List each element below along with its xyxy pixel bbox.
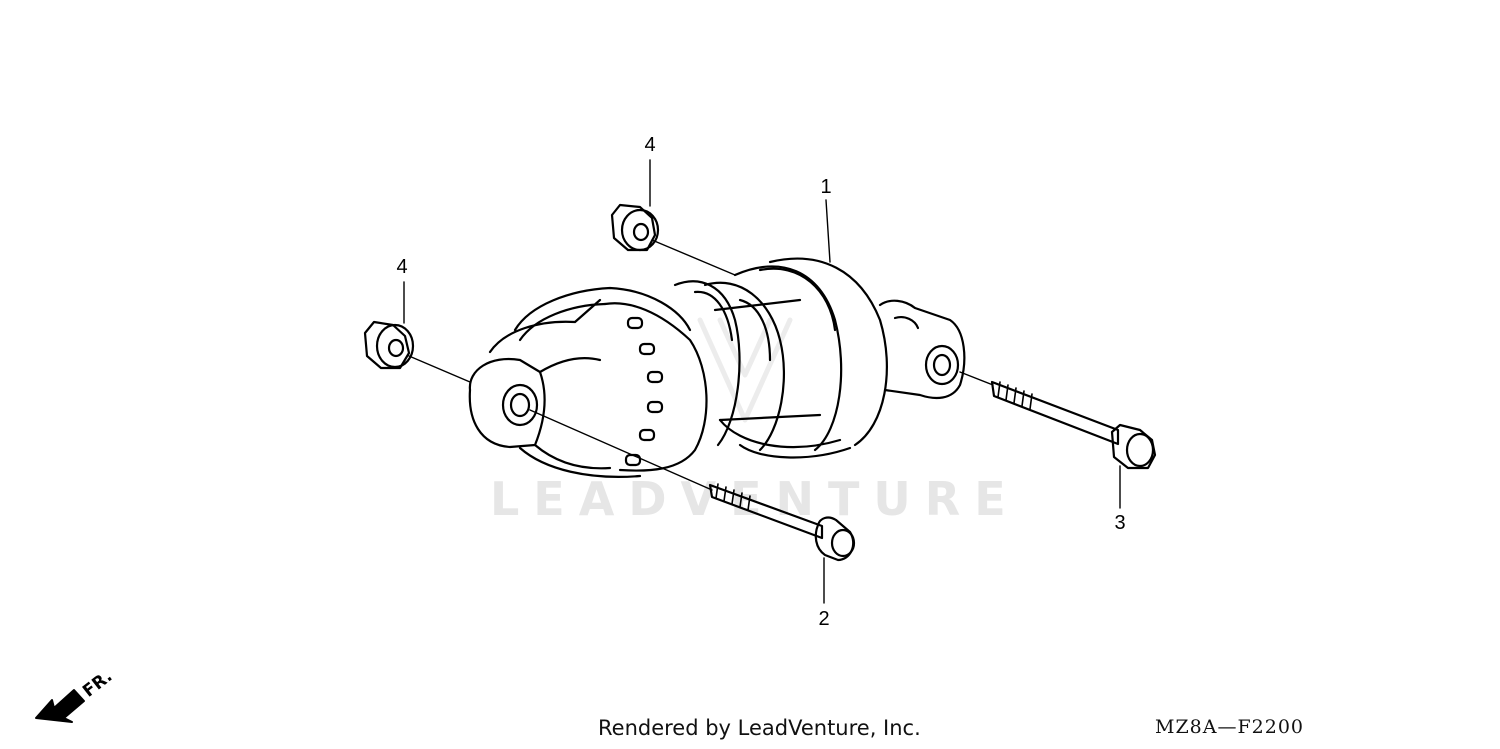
flange-nut-left	[363, 320, 415, 370]
front-direction-arrow	[35, 689, 85, 723]
rear-shock-absorber	[468, 257, 966, 478]
upper-mount-eye	[878, 299, 966, 400]
assembly-lines	[403, 159, 1121, 604]
spring-seat-slots	[624, 316, 664, 467]
flange-nut-top	[610, 203, 660, 252]
callout-4-top: 4	[644, 134, 656, 156]
bolt-lower	[708, 483, 856, 562]
diagram-code: MZ8A—F2200	[1155, 716, 1305, 738]
watermark-emblem	[697, 317, 793, 423]
bolt-right	[990, 380, 1157, 470]
coil-spring	[673, 257, 888, 459]
callout-4-left: 4	[396, 256, 408, 278]
callout-1: 1	[820, 176, 832, 198]
footer-credit: Rendered by LeadVenture, Inc.	[598, 716, 921, 740]
callout-3: 3	[1114, 512, 1126, 534]
callout-2: 2	[818, 608, 830, 630]
